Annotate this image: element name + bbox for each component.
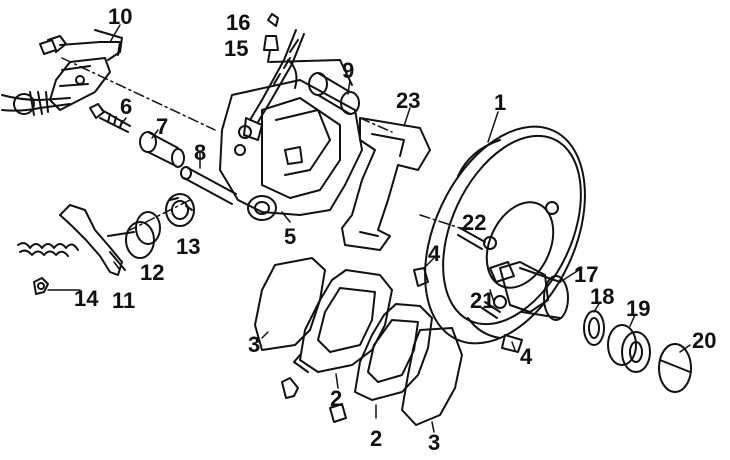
part-20-cap xyxy=(658,343,692,393)
label-part-15: 15 xyxy=(224,36,249,61)
part-15-16-bleeder xyxy=(263,13,279,63)
part-9-bushing xyxy=(308,72,360,115)
label-part-3-right: 3 xyxy=(428,430,441,455)
label-part-21: 21 xyxy=(470,288,495,313)
label-part-23: 23 xyxy=(396,88,421,113)
label-part-1: 1 xyxy=(494,90,507,115)
label-part-2-outer: 2 xyxy=(370,426,383,451)
label-part-20: 20 xyxy=(692,328,717,353)
label-part-9: 9 xyxy=(342,58,355,83)
brake-hose xyxy=(249,29,305,123)
part-19-nut xyxy=(607,324,651,373)
leader-lines xyxy=(47,24,691,433)
part-8-guide-pin xyxy=(180,166,237,205)
label-part-12: 12 xyxy=(140,260,165,285)
label-part-10: 10 xyxy=(108,4,133,29)
part-12-actuator xyxy=(107,211,161,259)
label-part-4-top: 4 xyxy=(428,241,441,266)
label-part-11: 11 xyxy=(112,288,136,313)
part-21-22-studs xyxy=(457,227,501,319)
label-part-7: 7 xyxy=(156,114,169,139)
part-3-shim-outer xyxy=(401,327,463,426)
part-5-caliper xyxy=(219,59,363,221)
label-part-19: 19 xyxy=(626,296,651,321)
label-part-13: 13 xyxy=(176,234,201,259)
label-part-22: 22 xyxy=(462,210,487,235)
part-3-shim-inner xyxy=(254,257,326,351)
part-14-spring-nut xyxy=(17,242,79,295)
assembly-axis-lines xyxy=(61,57,461,231)
label-part-2-inner: 2 xyxy=(330,386,343,411)
part-11-lever xyxy=(59,204,126,276)
label-part-8: 8 xyxy=(194,140,207,165)
part-17-hub xyxy=(489,261,569,321)
parking-brake-cable xyxy=(1,91,71,116)
label-part-6: 6 xyxy=(120,94,133,119)
label-part-17: 17 xyxy=(574,262,599,287)
label-part-5: 5 xyxy=(284,224,297,249)
pad-retainer-clip xyxy=(281,377,347,423)
part-23-bracket xyxy=(341,117,431,251)
part-7-sleeve xyxy=(139,131,185,168)
part-2-pad-inner xyxy=(293,269,393,373)
part-18-washer xyxy=(583,310,605,346)
label-part-14: 14 xyxy=(74,286,99,311)
part-4-clips xyxy=(413,267,523,353)
part-10-bracket xyxy=(39,29,123,111)
label-part-18: 18 xyxy=(590,284,615,309)
part-2-pad-outer xyxy=(354,303,433,401)
part-13-bearing xyxy=(165,193,195,227)
label-part-3-left: 3 xyxy=(248,332,261,357)
label-part-4-bottom: 4 xyxy=(520,344,533,369)
label-part-16: 16 xyxy=(226,10,251,35)
